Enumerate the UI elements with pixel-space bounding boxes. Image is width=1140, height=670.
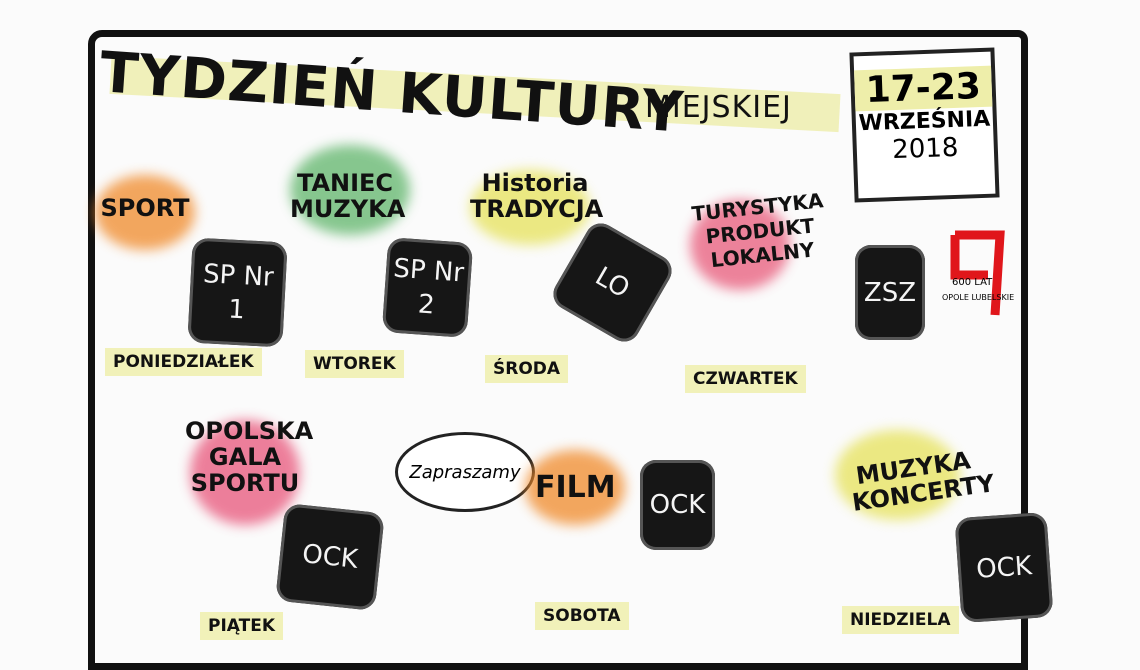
- blob: [835, 430, 960, 520]
- logo-text-1: 600 LAT: [952, 277, 993, 288]
- venue-box: SP Nr 1: [187, 237, 288, 348]
- topic-sport: SPORT: [100, 194, 190, 222]
- logo-seven-icon: [950, 230, 1005, 316]
- topic-taniec: TANIEC MUZYKA: [290, 169, 406, 223]
- blob: [470, 170, 590, 245]
- topic-historia: Historia TRADYCJA: [470, 169, 604, 223]
- invite-text: Zapraszamy: [409, 461, 521, 483]
- poster-subtitle: MIEJSKIEJ: [645, 90, 792, 125]
- blob: [190, 420, 300, 525]
- calendar-month: WRZEŚNIA: [858, 106, 991, 137]
- invite-cloud: Zapraszamy: [395, 432, 535, 512]
- venue-box: OCK: [640, 460, 715, 550]
- day-label: PONIEDZIAŁEK: [105, 348, 262, 376]
- venue-box: ZSZ: [855, 245, 925, 340]
- venue-box: OCK: [954, 511, 1054, 624]
- venue-label: LO: [590, 261, 635, 304]
- venue-label: ZSZ: [863, 277, 917, 308]
- topic-gala: OPOLSKA GALA SPORTU: [185, 417, 314, 497]
- venue-label: OCK: [975, 550, 1033, 585]
- day-label: PIĄTEK: [200, 612, 284, 640]
- blob: [690, 200, 790, 290]
- logo: 600 LAT OPOLE LUBELSKIE: [942, 225, 1030, 320]
- blob: [95, 175, 195, 250]
- venue-box: OCK: [275, 503, 385, 611]
- topic-film: FILM: [535, 470, 616, 505]
- venue-label: OCK: [649, 490, 706, 520]
- calendar-dates: 17-23: [854, 65, 993, 112]
- day-label: NIEDZIELA: [842, 606, 959, 634]
- calendar: 17-23 WRZEŚNIA 2018: [849, 47, 1000, 203]
- venue-label: SP Nr 1: [202, 258, 275, 325]
- venue-label: SP Nr 2: [392, 253, 465, 320]
- blob: [525, 450, 625, 525]
- day-label: ŚRODA: [485, 355, 569, 383]
- day-label: WTOREK: [305, 350, 404, 378]
- venue-label: OCK: [300, 539, 360, 575]
- logo-text-2: OPOLE LUBELSKIE: [942, 293, 1015, 302]
- venue-box: SP Nr 2: [381, 237, 474, 338]
- day-label: SOBOTA: [535, 602, 629, 630]
- blob: [290, 145, 410, 235]
- calendar-year: 2018: [891, 132, 959, 166]
- day-label: CZWARTEK: [685, 365, 806, 393]
